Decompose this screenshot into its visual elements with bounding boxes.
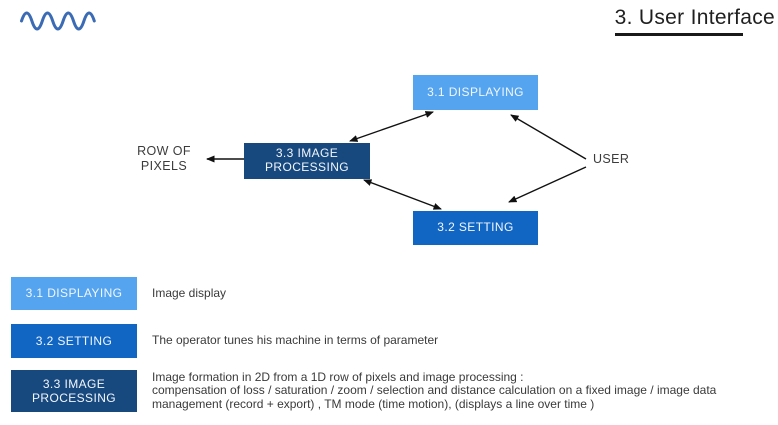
diagram-node-image-processing: 3.3 IMAGE PROCESSING xyxy=(244,143,370,179)
row-of-pixels-label: ROW OF PIXELS xyxy=(137,144,191,173)
legend-description-displaying: Image display xyxy=(152,285,227,300)
arrow-displaying-processing xyxy=(349,111,434,142)
legend-label-setting: 3.2 SETTING xyxy=(35,333,113,348)
legend-label-image-processing: 3.3 IMAGE PROCESSING xyxy=(31,376,116,405)
legend-item-image-processing: 3.3 IMAGE PROCESSING Image formation in … xyxy=(11,370,762,412)
legend-item-setting: 3.2 SETTING The operator tunes his machi… xyxy=(11,324,438,358)
logo-wave-icon xyxy=(20,11,96,31)
page-title: 3. User Interface xyxy=(614,6,775,29)
diagram-node-image-processing-label: 3.3 IMAGE PROCESSING xyxy=(264,146,349,174)
legend-description-image-processing: Image formation in 2D from a 1D row of p… xyxy=(152,369,717,411)
legend-item-displaying: 3.1 DISPLAYING Image display xyxy=(11,277,226,310)
legend-label-displaying: 3.1 DISPLAYING xyxy=(25,286,123,301)
diagram-node-setting-label: 3.2 SETTING xyxy=(437,220,514,235)
arrow-processing-setting xyxy=(363,179,442,210)
legend-swatch-image-processing: 3.3 IMAGE PROCESSING xyxy=(11,370,137,412)
title-underline xyxy=(614,33,743,36)
legend-description-setting: The operator tunes his machine in terms … xyxy=(152,333,439,348)
diagram-node-setting: 3.2 SETTING xyxy=(413,211,538,245)
user-label: USER xyxy=(593,152,630,166)
arrow-user-displaying xyxy=(510,114,587,160)
header: 3. User Interface xyxy=(614,6,775,36)
diagram-node-displaying: 3.1 DISPLAYING xyxy=(413,75,538,110)
arrow-user-setting xyxy=(508,166,587,203)
diagram-node-displaying-label: 3.1 DISPLAYING xyxy=(427,84,524,99)
legend-swatch-setting: 3.2 SETTING xyxy=(11,324,137,358)
legend-swatch-displaying: 3.1 DISPLAYING xyxy=(11,277,137,310)
